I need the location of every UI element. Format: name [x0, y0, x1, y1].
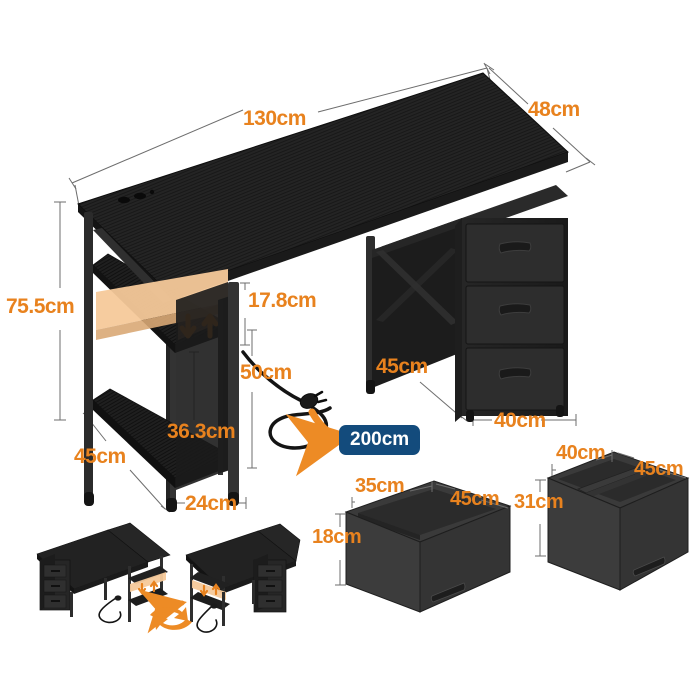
label-shelf-width: 24cm — [185, 492, 237, 515]
power-outlet-icon — [118, 189, 155, 204]
main-desk-illustration — [77, 72, 569, 512]
dim-lines-box1 — [335, 481, 509, 586]
label-desk-depth: 48cm — [528, 98, 580, 121]
mini-desk-drawers-left — [36, 522, 187, 634]
label-box2-width: 40cm — [556, 442, 606, 464]
badge-cord-length: 200cm — [339, 425, 421, 455]
label-shelf-gap: 17.8cm — [248, 289, 317, 312]
mini-desk-drawers-right — [185, 523, 301, 633]
box-handle-icon — [632, 556, 666, 577]
dim-line-depth-48 — [484, 63, 596, 173]
drawer-handle-icon — [498, 241, 532, 254]
label-box2-height: 31cm — [514, 491, 564, 513]
two-way-swap-arrow-icon — [150, 607, 192, 630]
box-handle-icon — [430, 582, 466, 603]
dim-line-width-130 — [68, 62, 493, 207]
dim-line-height-755 — [54, 201, 66, 421]
dim-line-shelfgap-178 — [240, 282, 250, 346]
drawer-handle-icon — [498, 303, 532, 316]
shallow-drawer-box-illustration — [344, 480, 512, 613]
drawer-handle-icon — [498, 367, 532, 380]
dim-line-cord-50 — [247, 329, 257, 469]
label-box1-width: 35cm — [355, 475, 405, 497]
drawer-unit — [455, 185, 568, 422]
label-desk-width: 130cm — [243, 107, 306, 130]
label-drawer-depth: 45cm — [376, 355, 428, 378]
divided-drawer-box-illustration — [546, 451, 690, 591]
label-drawer-width: 40cm — [494, 409, 546, 432]
label-lower-gap: 36.3cm — [167, 420, 236, 443]
label-box1-height: 18cm — [312, 526, 362, 548]
label-desk-height: 75.5cm — [6, 295, 75, 318]
label-box2-depth: 45cm — [634, 458, 684, 480]
label-box1-depth: 45cm — [450, 488, 500, 510]
label-side-depth: 45cm — [74, 445, 126, 468]
dim-lines-box2 — [535, 450, 687, 557]
label-cord-height: 50cm — [240, 361, 292, 384]
